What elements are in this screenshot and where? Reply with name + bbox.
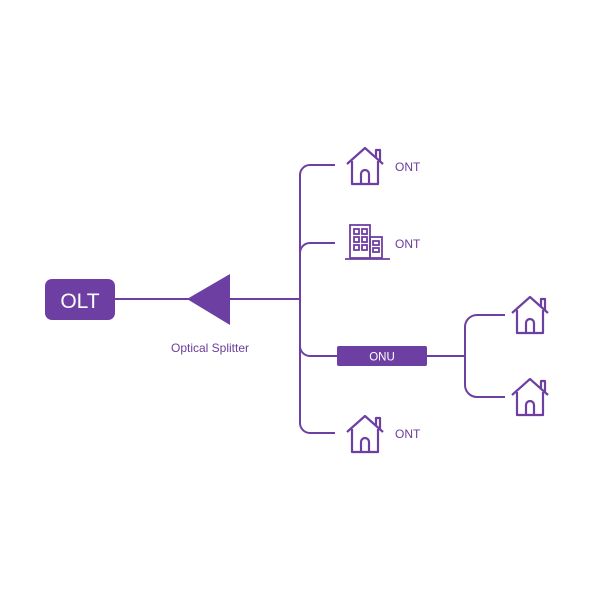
house-icon <box>345 146 385 186</box>
ont-bottom-label: ONT <box>395 427 421 441</box>
connection-lines <box>115 164 505 434</box>
olt-label: OLT <box>60 290 99 313</box>
ont-top-label: ONT <box>395 160 421 174</box>
ont-building-label: ONT <box>395 237 421 251</box>
onu-branch <box>299 345 337 357</box>
house-icon <box>510 295 550 335</box>
onu-node[interactable]: ONU <box>337 346 427 366</box>
building-icon <box>345 224 390 260</box>
onu-fanout <box>464 314 505 398</box>
splitter-trunk <box>299 164 335 434</box>
onu-label: ONU <box>369 352 395 364</box>
triangle-splitter-icon <box>187 274 230 325</box>
building-branch <box>299 242 335 254</box>
house-icon <box>510 377 550 417</box>
house-icon <box>345 414 385 454</box>
splitter-label: Optical Splitter <box>171 341 249 355</box>
olt-node[interactable]: OLT <box>45 279 115 320</box>
